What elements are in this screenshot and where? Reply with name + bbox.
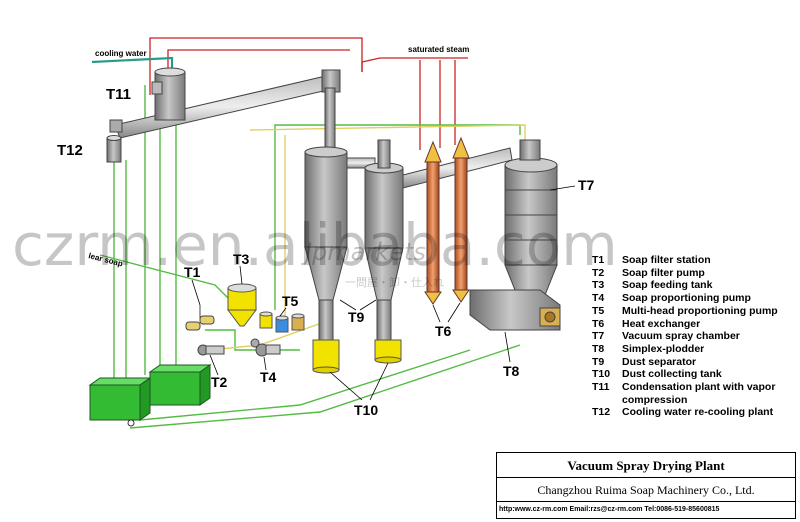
unit-t2 (197, 344, 225, 356)
unit-t4 (250, 338, 281, 357)
unit-t3 (227, 283, 257, 327)
legend-item: T3 Soap feeding tank (592, 279, 798, 292)
legend-code: T6 (592, 317, 605, 330)
legend-item: T12 Cooling water re-cooling plant (592, 406, 798, 419)
legend-code: T2 (592, 266, 605, 279)
unit-t12 (106, 135, 122, 163)
legend-description: Heat exchanger (622, 317, 701, 330)
legend-description: Multi-head proportioning pump (622, 304, 778, 317)
legend-description: Soap proportioning pump (622, 292, 751, 305)
legend-item: T9 Dust separator (592, 356, 798, 369)
unit-t5 (259, 311, 305, 333)
unit-t10 (312, 339, 402, 374)
leader-lines (191, 185, 576, 401)
legend-description: Condensation plant with vapor compressio… (622, 381, 776, 406)
legend-code: T9 (592, 355, 605, 368)
label-t1: T1 (184, 264, 201, 280)
legend-description: Dust collecting tank (622, 368, 722, 381)
legend-item: T7 Vacuum spray chamber (592, 330, 798, 343)
soap-lines (99, 85, 521, 429)
legend-code: T12 (592, 406, 611, 419)
unit-t11 (109, 67, 341, 149)
label-t10: T10 (354, 402, 378, 418)
label-t11: T11 (106, 86, 131, 103)
tank-middle (148, 364, 212, 406)
legend-item: T6 Heat exchanger (592, 318, 798, 331)
legend-code: T4 (592, 292, 605, 305)
label-t3: T3 (233, 251, 250, 267)
legend-code: T10 (592, 368, 611, 381)
watermark-text: czrm.en.alibaba.com (12, 211, 618, 279)
label-cooling-water: cooling water (95, 49, 147, 58)
watermark-brand: Jpmarkets (301, 238, 426, 266)
legend-description: Cooling water re-cooling plant (622, 406, 774, 419)
label-t7: T7 (578, 177, 595, 193)
company-name: Changzhou Ruima Soap Machinery Co., Ltd. (537, 483, 755, 497)
legend-code: T11 (592, 381, 610, 394)
legend-code: T1 (592, 254, 605, 266)
label-t9: T9 (348, 309, 365, 325)
contact-line: http:www.cz-rm.com Email:rzs@cz-rm.com T… (499, 506, 720, 513)
legend-item: T8 Simplex-plodder (592, 343, 798, 356)
label-t12: T12 (57, 142, 83, 159)
steam-lines (149, 37, 468, 150)
label-saturated-steam: saturated steam (408, 45, 469, 54)
label-t2: T2 (211, 374, 228, 390)
legend-description: Vacuum spray chamber (622, 330, 740, 343)
legend-code: T5 (592, 304, 605, 317)
watermark-brand-sub: 一問屋・卸・仕入れ (345, 275, 444, 289)
legend-item: T4 Soap proportioning pump (592, 292, 798, 305)
label-t5: T5 (282, 293, 299, 309)
cooling-water-line (91, 56, 174, 72)
legend-item: T5 Multi-head proportioning pump (592, 305, 798, 318)
legend-code: T7 (592, 330, 605, 343)
unit-t9-left (304, 146, 376, 341)
legend-code: T3 (592, 279, 605, 292)
unit-t7 (504, 139, 558, 296)
legend-item: T2 Soap filter pump (592, 267, 798, 280)
label-t6: T6 (435, 323, 452, 339)
diagram-title: Vacuum Spray Drying Plant (567, 458, 725, 473)
legend-item: T1 Soap filter station (592, 254, 798, 267)
legend-code: T8 (592, 342, 605, 355)
legend-description: Soap filter station (622, 254, 711, 266)
legend-item: T11 Condensation plant with vapor compres… (592, 381, 798, 406)
label-t4: T4 (260, 369, 277, 385)
unit-t1 (185, 305, 215, 331)
legend-description: Soap filter pump (622, 266, 705, 279)
unit-t6 (424, 136, 470, 305)
legend-description: Simplex-plodder (622, 342, 705, 355)
title-block: Vacuum Spray Drying Plant Changzhou Ruim… (496, 452, 796, 519)
label-t8: T8 (503, 363, 520, 379)
legend-description: Dust separator (622, 355, 697, 368)
legend-item: T10 Dust collecting tank (592, 368, 798, 381)
unit-t8 (469, 289, 561, 331)
legend-description: Soap feeding tank (622, 279, 713, 292)
tank-left (88, 377, 152, 427)
